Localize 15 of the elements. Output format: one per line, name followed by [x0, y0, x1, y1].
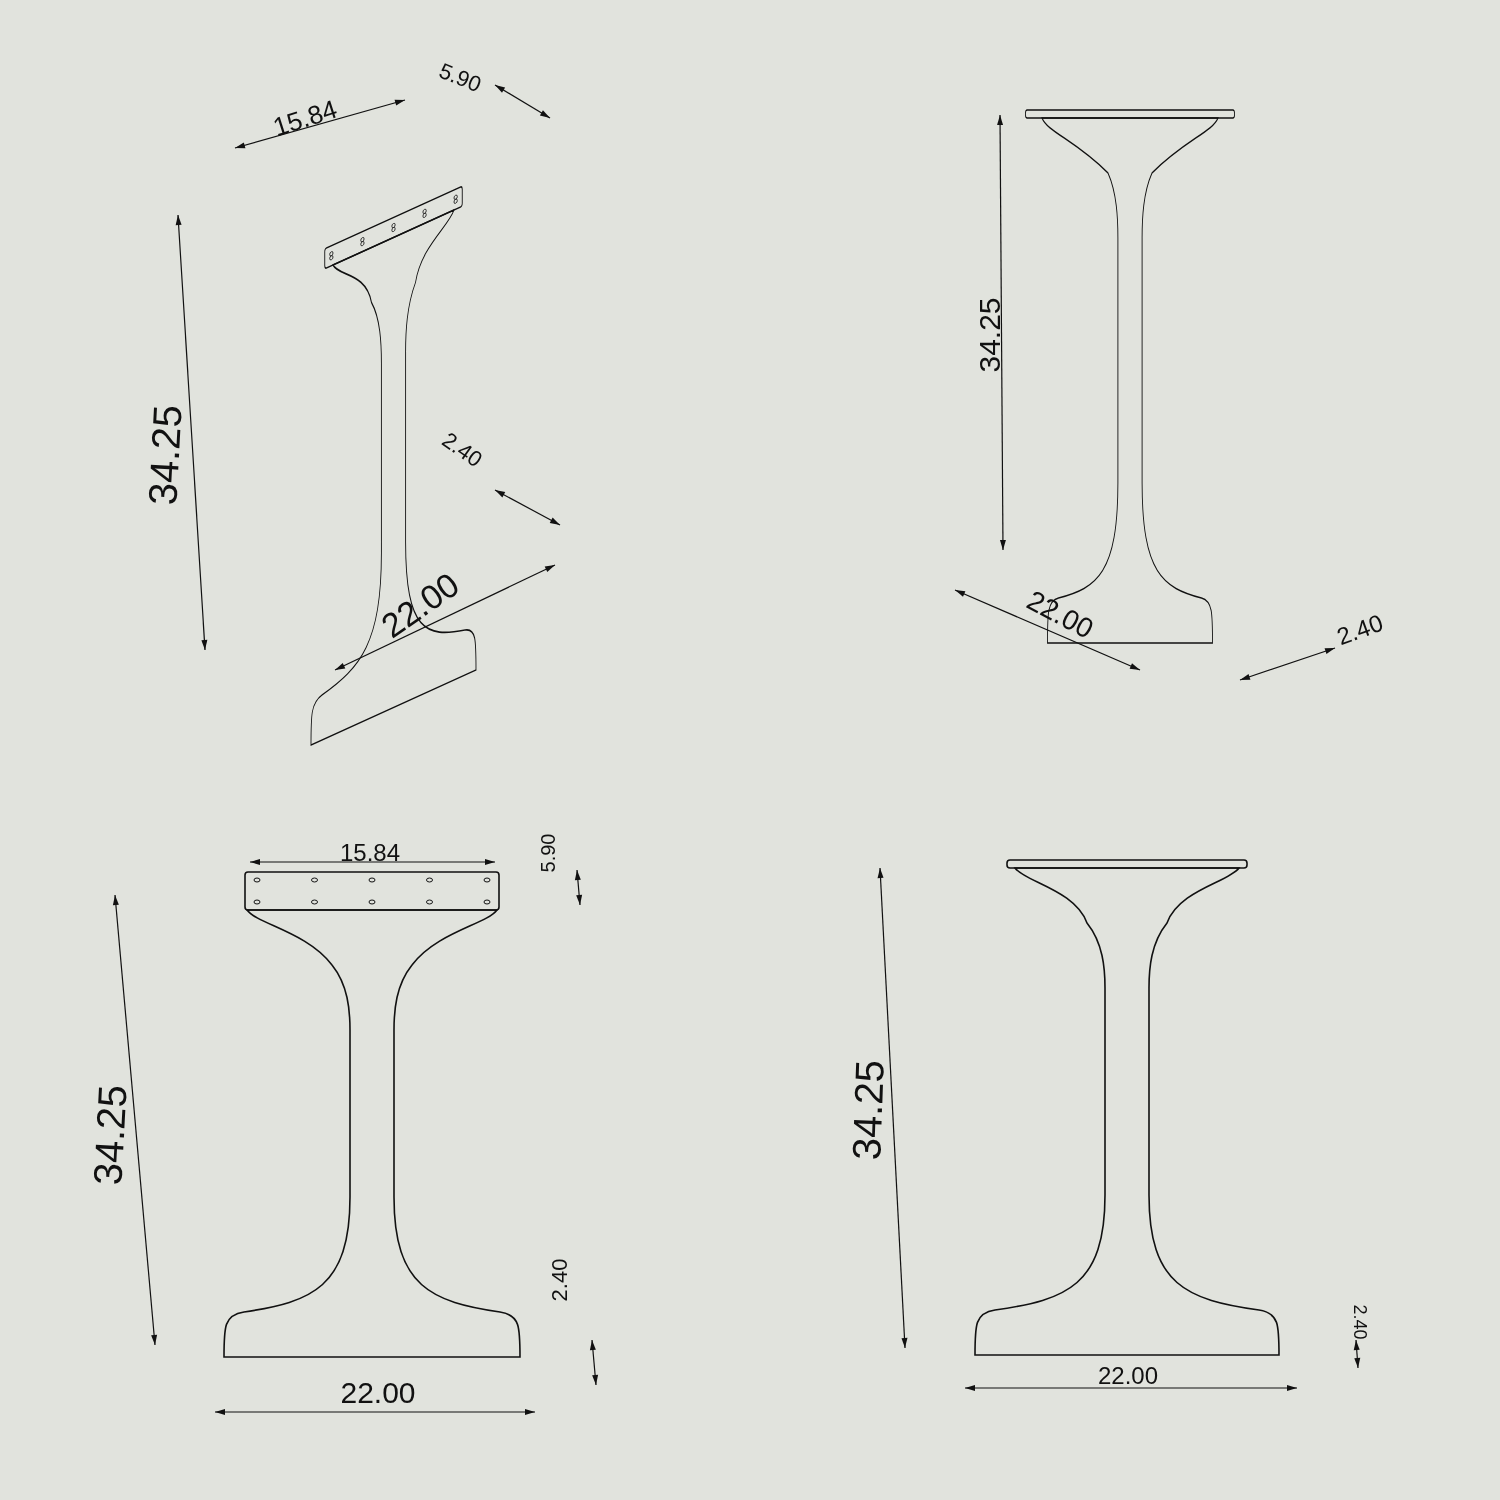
dimension-label: 5.90 — [538, 833, 558, 873]
dimension-label: 34.25 — [142, 403, 188, 507]
dimension-label: 34.25 — [87, 1083, 133, 1187]
dimension-label: 15.84 — [270, 95, 340, 141]
dimension-label: 22.00 — [1097, 1364, 1159, 1388]
dimension-label: 5.90 — [436, 59, 484, 97]
dimension-label: 22.00 — [340, 1378, 416, 1408]
dimension-label: 15.84 — [339, 841, 401, 865]
dimension-label: 2.40 — [1351, 1304, 1369, 1340]
dimension-label: 2.40 — [549, 1258, 571, 1302]
dimension-label: 22.00 — [1022, 586, 1098, 644]
dimension-label: 2.40 — [438, 428, 486, 472]
dimension-label: 34.25 — [846, 1059, 890, 1161]
dimension-label: 2.40 — [1333, 610, 1387, 650]
dimension-label: 34.25 — [975, 297, 1005, 373]
